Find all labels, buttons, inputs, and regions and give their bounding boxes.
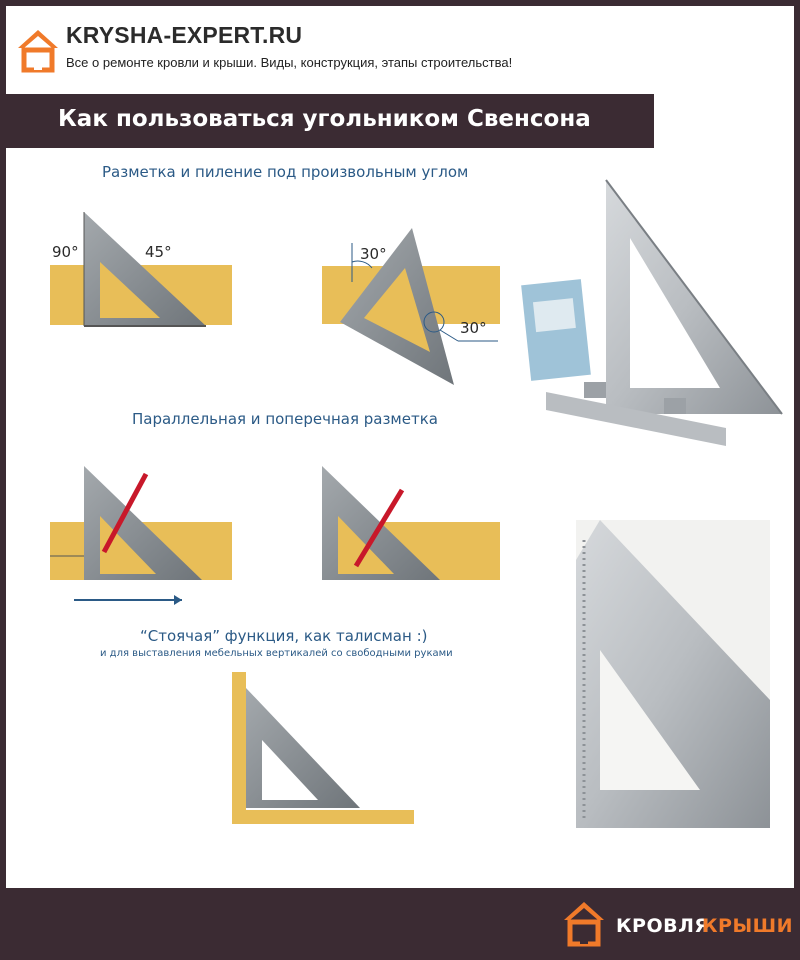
- site-tagline: Все о ремонте кровли и крыши. Виды, конс…: [66, 55, 513, 70]
- angle-45-label: 45°: [145, 243, 172, 261]
- site-name[interactable]: KRYSHA-EXPERT.RU: [66, 22, 303, 48]
- section1-left-illustration: [50, 212, 232, 327]
- title-box: [6, 94, 654, 148]
- footer-brand-part1[interactable]: КРОВЛЯ: [616, 915, 710, 937]
- closeup-photo: [576, 520, 770, 828]
- product-photo: [521, 179, 783, 446]
- title-band-gap: [654, 94, 794, 148]
- section2-middle-illustration: [322, 466, 500, 580]
- angle-30-right-label: 30°: [460, 319, 487, 337]
- page-title: Как пользоваться угольником Свенсона: [58, 106, 591, 132]
- standing-heading: “Стоячая” функция, как талисман :): [140, 627, 428, 645]
- footer: [0, 888, 800, 960]
- section1-heading: Разметка и пиление под произвольным угло…: [102, 163, 469, 181]
- section2-left-illustration: [50, 466, 232, 605]
- illustrations: [50, 179, 783, 828]
- footer-house-logo-icon[interactable]: [560, 898, 608, 950]
- standing-illustration: [232, 672, 414, 824]
- header: [6, 6, 794, 94]
- section2-heading: Параллельная и поперечная разметка: [132, 410, 438, 428]
- footer-brand-part2[interactable]: КРЫШИ: [702, 915, 794, 937]
- frame-right: [794, 0, 800, 960]
- angle-30-top-label: 30°: [360, 245, 387, 263]
- house-logo-icon[interactable]: [14, 26, 62, 74]
- angle-90-label: 90°: [52, 243, 79, 261]
- frame-left: [0, 0, 6, 960]
- standing-subheading: и для выставления мебельных вертикалей с…: [100, 648, 453, 659]
- section1-middle-illustration: [322, 228, 500, 385]
- frame-top: [0, 0, 800, 6]
